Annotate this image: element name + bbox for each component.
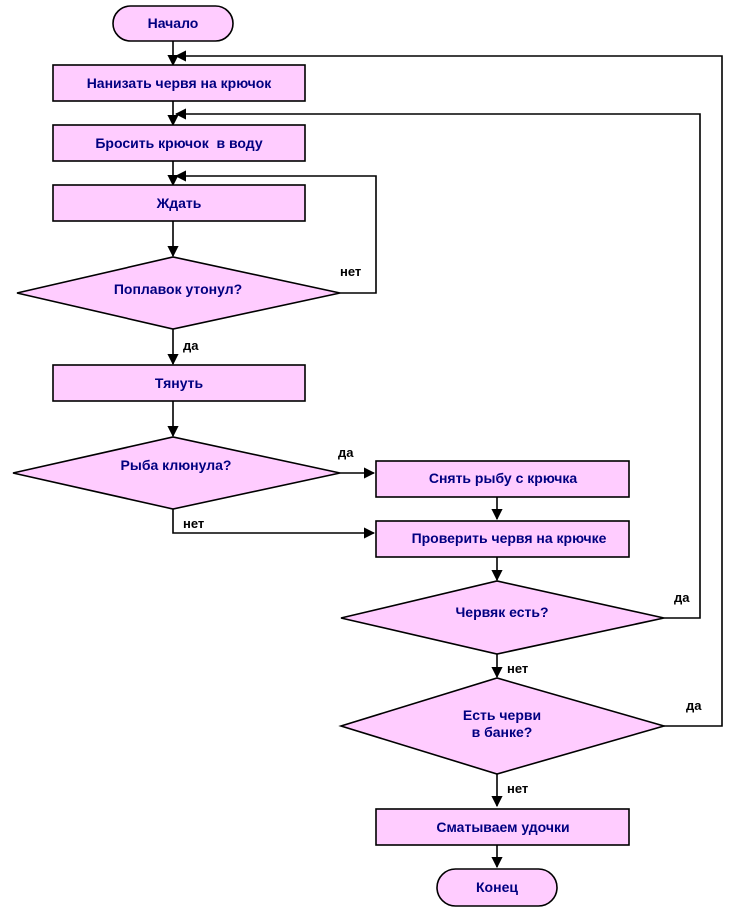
process-bait: Нанизать червя на крючок xyxy=(52,64,306,102)
label-bite-yes: да xyxy=(338,445,354,460)
edges xyxy=(167,41,723,869)
start-node: Начало xyxy=(112,5,234,42)
decision-jar: Есть черви в банке? xyxy=(338,677,667,775)
label-float-no: нет xyxy=(340,264,361,279)
edge-jar-yes-loop xyxy=(174,50,723,727)
start-label: Начало xyxy=(148,15,199,31)
end-node: Конец xyxy=(436,868,558,907)
label-worm-yes: да xyxy=(674,590,690,605)
decision-float-label: Поплавок утонул? xyxy=(114,281,242,297)
process-cast: Бросить крючок в воду xyxy=(52,124,306,162)
edge-float-no-loop xyxy=(174,170,377,294)
process-pack-label: Сматываем удочки xyxy=(436,819,569,835)
process-check-label: Проверить червя на крючке xyxy=(412,530,607,546)
process-bait-label: Нанизать червя на крючок xyxy=(87,75,273,91)
edge-worm-yes-loop xyxy=(174,108,701,619)
process-pull-label: Тянуть xyxy=(155,375,204,391)
decision-jar-label-line2: в банке? xyxy=(472,724,533,740)
process-pack: Сматываем удочки xyxy=(375,808,630,846)
process-check: Проверить червя на крючке xyxy=(375,520,630,558)
decision-jar-label-line1: Есть черви xyxy=(463,707,541,723)
decision-bite-label: Рыба клюнула? xyxy=(121,457,232,473)
edge-bite-no-to-check xyxy=(172,509,376,539)
process-wait: Ждать xyxy=(52,184,306,222)
label-jar-yes: да xyxy=(686,698,702,713)
decision-float: Поплавок утонул? xyxy=(16,256,341,330)
decision-bite: Рыба клюнула? xyxy=(12,436,341,510)
label-worm-no: нет xyxy=(507,661,528,676)
process-unhook: Снять рыбу с крючка xyxy=(375,460,630,498)
process-cast-label: Бросить крючок в воду xyxy=(95,135,263,151)
process-unhook-label: Снять рыбу с крючка xyxy=(429,470,578,486)
process-wait-label: Ждать xyxy=(156,195,202,211)
edge-labels: нет да да нет да нет да нет xyxy=(183,264,702,796)
process-pull: Тянуть xyxy=(52,364,306,402)
decision-worm: Червяк есть? xyxy=(340,580,665,655)
end-label: Конец xyxy=(476,879,518,895)
label-bite-no: нет xyxy=(183,516,204,531)
label-float-yes: да xyxy=(183,338,199,353)
label-jar-no: нет xyxy=(507,781,528,796)
decision-worm-label: Червяк есть? xyxy=(455,604,548,620)
